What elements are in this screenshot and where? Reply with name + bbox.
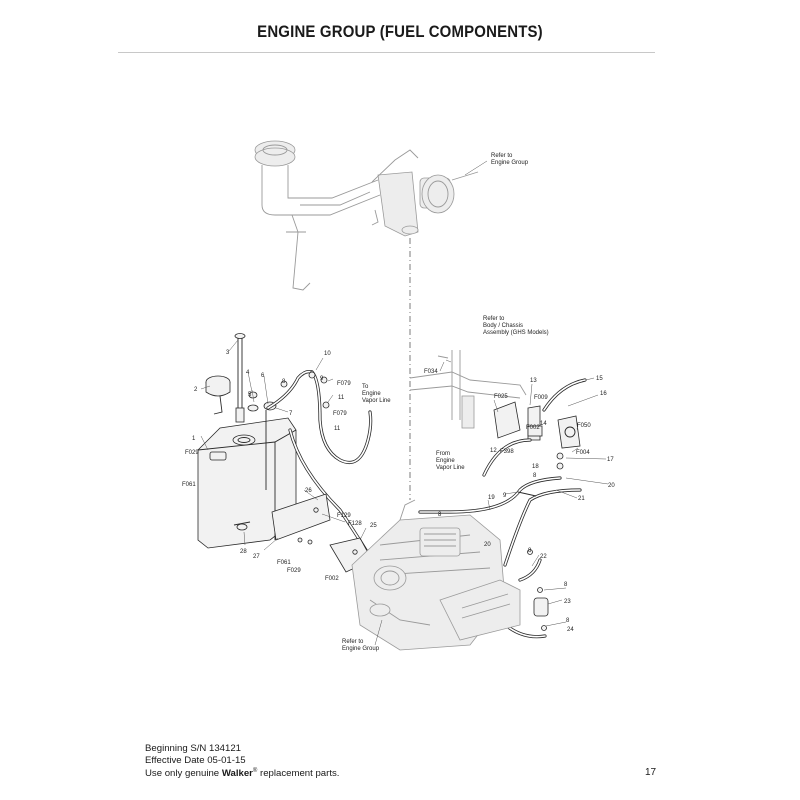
- part-label: 20: [608, 483, 615, 489]
- fuel-cap-illustration: [205, 375, 231, 415]
- air-intake-assembly-illustration: [254, 140, 479, 291]
- part-label: F050: [577, 423, 591, 429]
- fuel-filter-illustration: [493, 401, 543, 441]
- part-label: 1: [192, 436, 196, 442]
- genuine-parts-notice: Use only genuine Walker® replacement par…: [145, 766, 339, 780]
- part-label: 8: [566, 618, 570, 624]
- part-label: 25: [370, 523, 377, 529]
- mounting-bracket-illustration: [409, 350, 527, 429]
- part-label: 12: [490, 448, 497, 454]
- part-label: 15: [596, 376, 603, 382]
- page-footer: Beginning S/N 134121 Effective Date 05-0…: [145, 743, 339, 780]
- part-label: F029: [185, 450, 199, 456]
- fuel-line-illustration: [418, 378, 587, 639]
- part-label: F029: [287, 568, 301, 574]
- page-number: 17: [645, 767, 657, 778]
- part-label: 9: [503, 493, 507, 499]
- part-label: 22: [540, 554, 547, 560]
- part-label: 9: [320, 376, 324, 382]
- part-label: 17: [607, 457, 614, 463]
- part-label: 28: [240, 549, 247, 555]
- part-label: 13: [530, 378, 537, 384]
- part-label: 23: [564, 599, 571, 605]
- part-label: F034: [424, 369, 438, 375]
- part-label: F128: [348, 521, 362, 527]
- part-label: 4: [246, 370, 250, 376]
- part-label: F079: [333, 411, 347, 417]
- part-label: 5: [248, 392, 252, 398]
- part-label: 19: [488, 495, 495, 501]
- part-label: 7: [289, 411, 293, 417]
- part-label: 16: [600, 391, 607, 397]
- part-label: F009: [534, 395, 548, 401]
- grommet-illustration: [247, 391, 277, 412]
- part-label: 8: [564, 582, 568, 588]
- fuel-gauge-sender-illustration: [234, 333, 267, 490]
- part-label: 8: [282, 379, 286, 385]
- part-label: F004: [576, 450, 590, 456]
- page-title: ENGINE GROUP (FUEL COMPONENTS): [257, 22, 543, 41]
- part-label: 24: [567, 627, 574, 633]
- part-label: F129: [337, 513, 351, 519]
- part-label: 18: [532, 464, 539, 470]
- part-label: 26: [305, 488, 312, 494]
- part-label: F061: [182, 482, 196, 488]
- title-divider: [118, 52, 655, 53]
- leader-lines: [200, 160, 609, 646]
- part-label: 3: [226, 350, 230, 356]
- part-label: 14: [540, 421, 547, 427]
- part-label: F002: [325, 576, 339, 582]
- part-number-labels: 1 2 3 4 5 6 7 8 9 10 11 11 F079 F079 F02…: [182, 350, 615, 633]
- part-label: 11: [338, 395, 345, 401]
- part-label: 21: [578, 496, 585, 502]
- part-label: F002: [526, 425, 540, 431]
- part-label: 6: [261, 373, 265, 379]
- part-label: 2: [194, 387, 198, 393]
- part-label: 27: [253, 554, 260, 560]
- engine-illustration: [351, 499, 521, 651]
- fuel-pump-illustration: [556, 415, 581, 470]
- part-label: 20: [484, 542, 491, 548]
- part-label: F398: [500, 449, 514, 455]
- part-label: 8: [533, 473, 537, 479]
- effective-date: Effective Date 05-01-15: [145, 754, 246, 766]
- notice-text: Use only genuine: [145, 768, 222, 780]
- inline-filter-illustration: [493, 491, 549, 631]
- part-label: 8: [438, 512, 442, 518]
- notice-text-end: replacement parts.: [257, 768, 340, 780]
- part-label: 10: [324, 351, 331, 357]
- part-label: 8: [528, 548, 532, 554]
- serial-number-range: Beginning S/N 134121: [145, 743, 242, 754]
- registered-mark: ®: [252, 768, 258, 775]
- part-label: F025: [494, 394, 508, 400]
- part-label: 11: [334, 426, 341, 432]
- brand-name: Walker: [221, 768, 253, 780]
- part-label: F079: [337, 381, 351, 387]
- part-label: F061: [277, 560, 291, 566]
- hose-clamp-illustration: [280, 371, 330, 409]
